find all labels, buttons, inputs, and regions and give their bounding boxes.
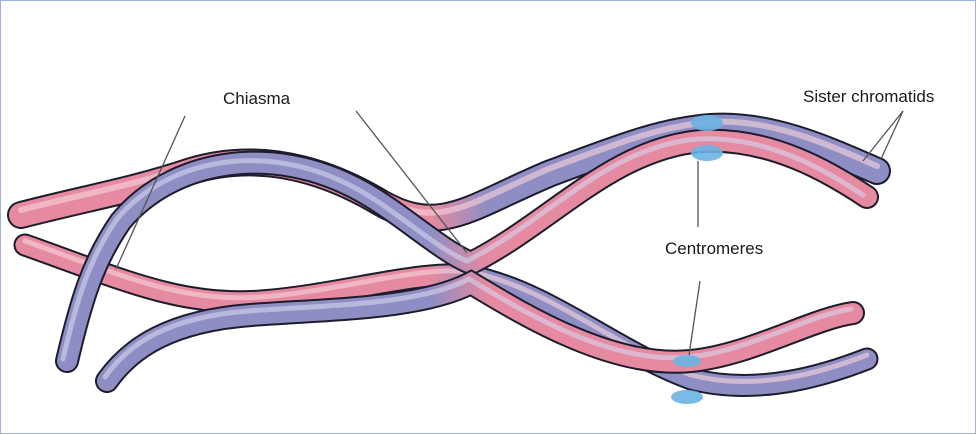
centromere-lower [691,145,723,161]
chromatid-highlight [102,276,854,380]
chiasma-pointer-left [115,115,186,270]
pointer-lines [115,110,904,356]
centromere-upper [673,355,701,367]
chiasma-pointer-right [355,110,468,254]
centromeres-label: Centromeres [665,239,764,258]
chromatid-highlight [60,136,866,362]
paternal-chromatid-1 [95,269,865,393]
paternal-chromatid-2 [55,128,879,373]
centromere-pointer-bottom [688,280,701,356]
chromatid-body [15,235,877,395]
centromere-upper [691,115,723,131]
sister-chromatids-pointer-1 [880,110,904,160]
sister-chromatids-label: Sister chromatids [803,87,935,106]
centromere-lower [671,390,703,404]
centromere-bottom [671,355,703,404]
centromere-top [691,115,723,161]
sister-chromatids-pointer-2 [862,110,904,162]
chiasma-label: Chiasma [223,89,291,108]
